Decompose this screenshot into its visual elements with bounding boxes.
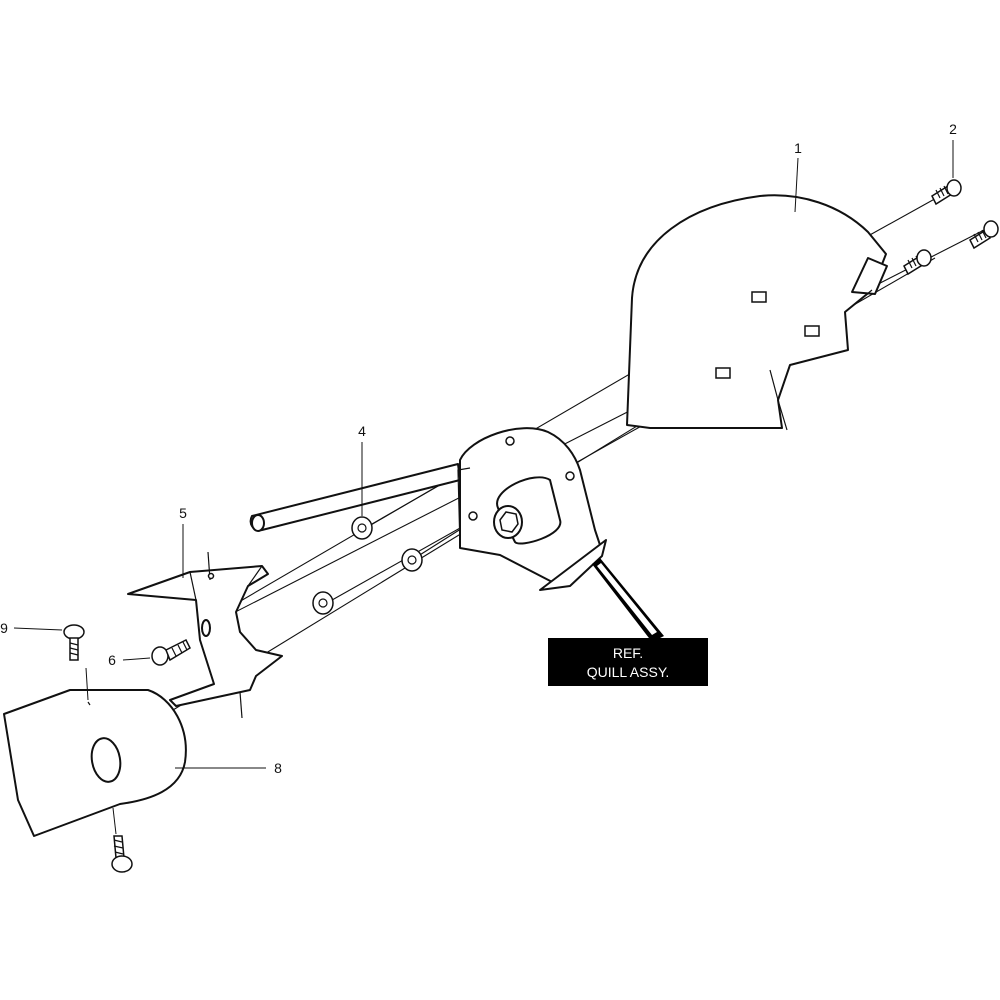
- adapter-plate: [3, 689, 187, 837]
- fastener-screw-2: [931, 179, 962, 206]
- fastener-bolt-6: [151, 638, 191, 666]
- callout-1: 1: [794, 140, 802, 213]
- reference-label: REF. QUILL ASSY.: [548, 558, 708, 686]
- callout-label-5: 5: [179, 505, 187, 521]
- reference-box: [548, 638, 708, 686]
- callout-4: 4: [358, 423, 366, 516]
- fastener-screw-right-mid: [903, 249, 932, 276]
- fastener-screw-9: [63, 624, 85, 661]
- callout-8: 8: [175, 760, 282, 776]
- callout-label-2: 2: [949, 121, 957, 137]
- fastener-screw-right-top: [969, 220, 999, 250]
- fastener-nut-4: [351, 516, 373, 540]
- housing-hole-right: [804, 325, 820, 337]
- fastener-nut-middle: [401, 548, 423, 572]
- callout-9: 9: [0, 620, 63, 636]
- callout-2: 2: [949, 121, 957, 178]
- callout-label-9: 9: [0, 620, 8, 636]
- housing-hole-lower: [715, 367, 731, 379]
- fastener-screw-bottom: [111, 835, 133, 873]
- reference-line-1: REF.: [613, 645, 643, 661]
- callout-label-8: 8: [274, 760, 282, 776]
- callout-label-4: 4: [358, 423, 366, 439]
- mounting-bracket: [127, 551, 283, 719]
- callout-label-1: 1: [794, 140, 802, 156]
- housing-hole-upper: [751, 291, 767, 303]
- adapter-plate-hole: [90, 737, 122, 783]
- chute-housing: [626, 194, 888, 431]
- callout-5: 5: [179, 505, 187, 578]
- callout-label-6: 6: [108, 652, 116, 668]
- callout-6: 6: [108, 652, 151, 668]
- fastener-nut-lower: [312, 591, 334, 615]
- quill-assembly: [249, 427, 607, 591]
- reference-line-2: QUILL ASSY.: [587, 664, 670, 680]
